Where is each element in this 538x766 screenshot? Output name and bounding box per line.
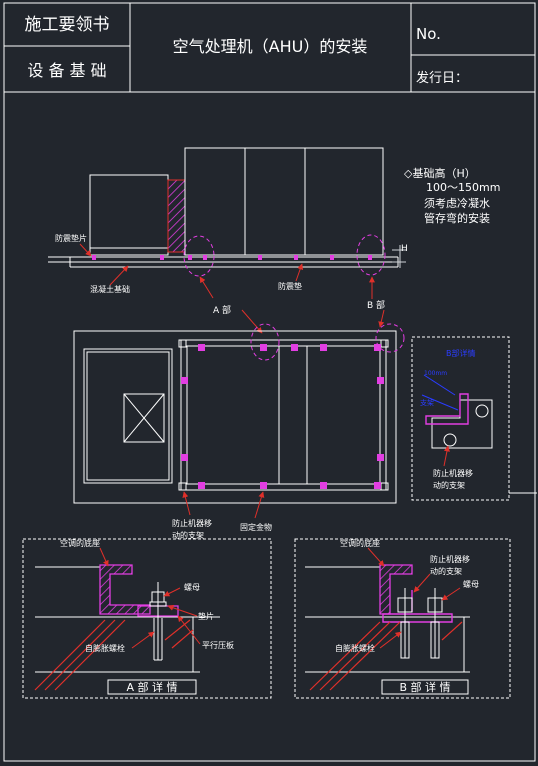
plan-callout-b: [375, 323, 405, 353]
elevation-pads: [92, 255, 372, 260]
detail-a-washer: 垫片: [198, 611, 214, 621]
inset-title: B部详情: [446, 348, 476, 358]
detail-a-plate: 平行压板: [202, 640, 234, 650]
inset-stopper-line2: 动的支架: [433, 480, 465, 490]
label-mat: 防震垫: [278, 281, 302, 291]
detail-a-caption-box: [107, 679, 197, 695]
elevation-leaders: [79, 243, 385, 334]
callout-b-ellipse: [356, 234, 386, 276]
header-left-bottom: 设 备 基 础: [27, 61, 106, 80]
header-left-top: 施工要领书: [25, 15, 110, 35]
detail-b-caption: B 部 详 情: [399, 680, 450, 694]
plan-leaders: [182, 491, 265, 519]
inset-stopper-line1: 防止机器移: [433, 468, 473, 478]
elevation-view: [48, 147, 406, 268]
detail-a-leaders: [99, 547, 201, 649]
label-part-b: B 部: [367, 299, 385, 311]
label-part-a: A 部: [213, 304, 231, 316]
plan-supports: [178, 339, 389, 491]
inset-leader: [443, 445, 450, 467]
note-line-1: 100～150mm: [426, 181, 500, 194]
label-stopper-line1: 防止机器移: [172, 518, 212, 528]
label-h: H: [401, 244, 408, 254]
detail-b-caption-box: [381, 679, 469, 695]
detail-b-leaders: [367, 547, 461, 649]
plan-fixings: [181, 344, 384, 489]
detail-b-base: 空调的底座: [340, 538, 380, 548]
label-concrete: 混凝土基础: [90, 284, 130, 294]
label-fixing: 固定金物: [240, 522, 272, 532]
detail-b: [294, 538, 511, 699]
plan-view: [73, 330, 397, 504]
detail-a-bolt: 自膨胀螺栓: [85, 643, 125, 653]
detail-a-base: 空调的底座: [60, 538, 100, 548]
note-title: ◇基础高（H）: [404, 166, 476, 180]
drawing-title: 空气处理机（AHU）的安装: [173, 37, 368, 56]
label-pad: 防震垫片: [55, 233, 87, 243]
inset-label-2: 支架: [420, 398, 434, 407]
detail-a-caption: A 部 详 情: [126, 680, 177, 694]
detail-b-nut: 螺母: [463, 579, 479, 589]
detail-a: [22, 538, 272, 699]
inset-label-1: 100mm: [424, 370, 447, 377]
label-stopper-line2: 动的支架: [172, 530, 204, 540]
inset-detail: [411, 336, 537, 501]
plan-callout-a: [250, 323, 280, 361]
title-block: [3, 2, 536, 762]
detail-b-stopper-line2: 动的支架: [430, 566, 462, 576]
detail-a-nut: 螺母: [184, 582, 200, 592]
callout-a-ellipse: [183, 235, 215, 277]
detail-b-stopper-line1: 防止机器移: [430, 554, 470, 564]
note-line-3: 管存弯的安装: [424, 211, 490, 225]
number-label: No.: [416, 25, 441, 43]
note-line-2: 须考虑冷凝水: [424, 196, 490, 210]
date-label: 发行日：: [416, 70, 468, 86]
detail-b-bolt: 自膨胀螺栓: [335, 643, 375, 653]
